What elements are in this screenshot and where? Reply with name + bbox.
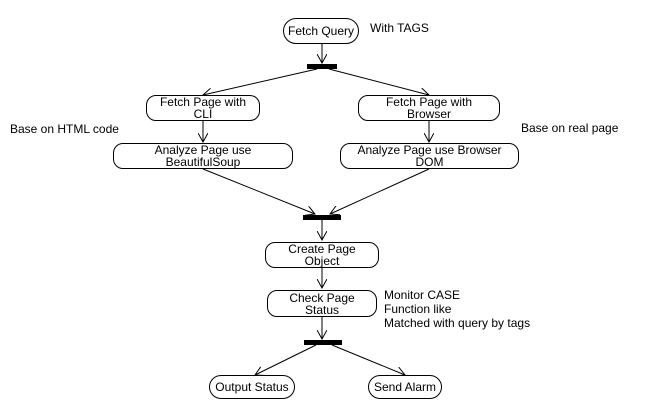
fork-bar-2 <box>304 340 342 345</box>
edge-soup-to-join <box>202 168 315 214</box>
edge-fork-to-alarm <box>331 344 405 375</box>
edge-fork-to-output <box>255 344 317 375</box>
edge-fork-to-cli <box>203 68 318 95</box>
node-analyze-browser-dom[interactable]: Analyze Page use Browser DOM <box>340 143 519 169</box>
node-output-status[interactable]: Output Status <box>209 375 295 399</box>
note-monitor-case: Monitor CASE Function like Matched with … <box>384 288 531 330</box>
edge-dom-to-join <box>330 168 430 214</box>
node-send-alarm[interactable]: Send Alarm <box>368 375 442 399</box>
node-create-page-object[interactable]: Create Page Object <box>265 242 379 268</box>
node-check-page-status[interactable]: Check Page Status <box>267 290 377 317</box>
node-fetch-page-cli[interactable]: Fetch Page with CLI <box>146 95 260 121</box>
note-base-on-real-page: Base on real page <box>521 121 619 135</box>
edge-fork-to-browser <box>328 68 429 95</box>
node-fetch-page-browser[interactable]: Fetch Page with Browser <box>358 95 500 121</box>
note-with-tags: With TAGS <box>370 21 429 35</box>
join-bar-1 <box>303 215 341 220</box>
node-fetch-query[interactable]: Fetch Query <box>283 18 359 44</box>
note-base-on-html-code: Base on HTML code <box>10 122 119 136</box>
fork-bar-1 <box>307 64 337 69</box>
node-analyze-beautifulsoup[interactable]: Analyze Page use BeautifulSoup <box>113 143 293 169</box>
